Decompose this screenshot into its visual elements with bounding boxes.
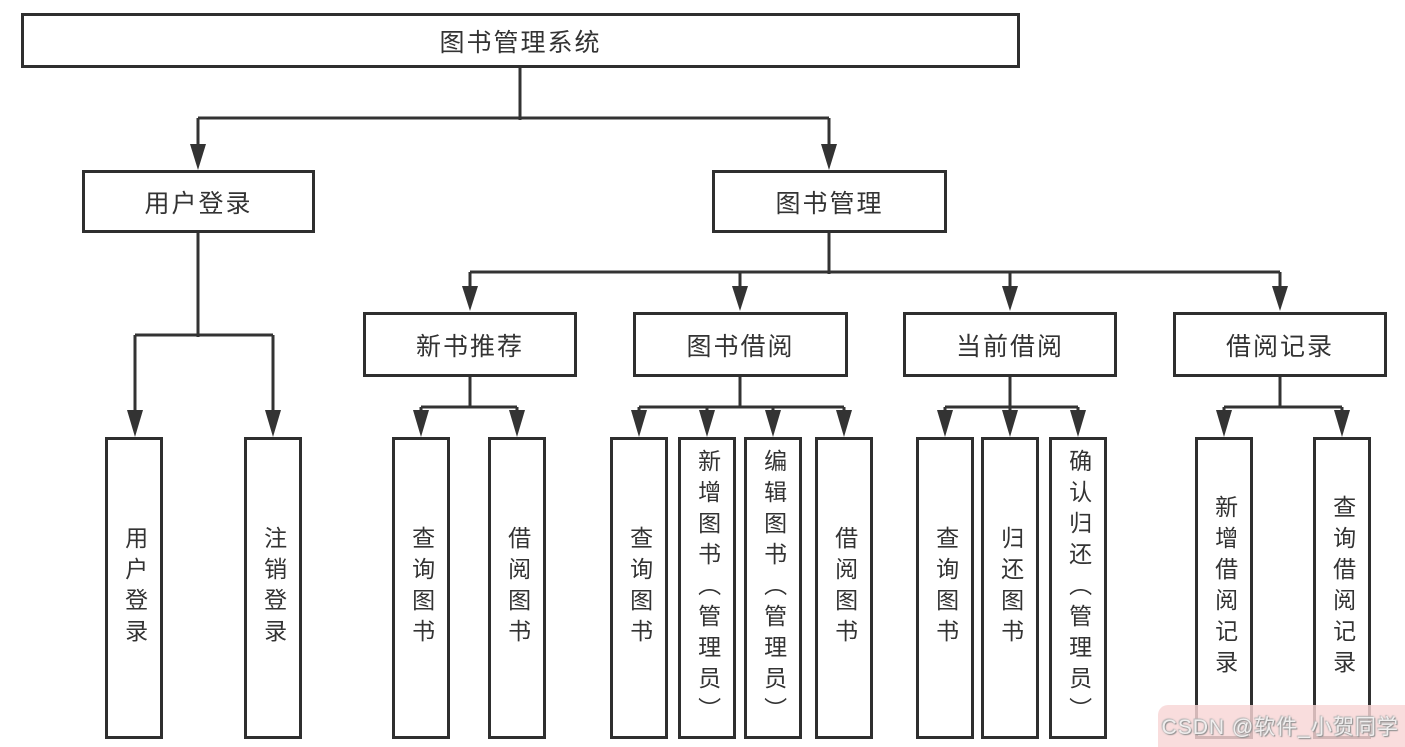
node-new-book-recommend-label: 新书推荐 <box>415 332 524 361</box>
node-book-management-label: 图书管理 <box>775 189 884 218</box>
leaf-borrowing-borrow-books-label: 借阅图书 <box>831 526 858 650</box>
node-borrowing-records-label: 借阅记录 <box>1225 332 1334 361</box>
node-user-login: 用户登录 <box>82 170 315 233</box>
leaf-query-borrow-record: 查询借阅记录 <box>1313 437 1371 739</box>
leaf-recommend-borrow-books: 借阅图书 <box>488 437 546 739</box>
leaf-current-query-books-label: 查询图书 <box>932 526 959 650</box>
leaf-add-borrow-record-label: 新增借阅记录 <box>1211 495 1238 681</box>
csdn-watermark-text: CSDN @软件_小贺同学 <box>1161 716 1399 739</box>
node-current-borrowing: 当前借阅 <box>903 312 1117 377</box>
leaf-user-login-label: 用户登录 <box>121 526 148 650</box>
node-current-borrowing-label: 当前借阅 <box>955 332 1064 361</box>
leaf-borrowing-query-books-label: 查询图书 <box>626 526 653 650</box>
csdn-watermark: CSDN @软件_小贺同学 <box>1158 705 1405 747</box>
node-book-borrowing: 图书借阅 <box>633 312 848 377</box>
leaf-return-books-label: 归还图书 <box>997 526 1024 650</box>
node-book-borrowing-label: 图书借阅 <box>686 332 795 361</box>
leaf-add-borrow-record: 新增借阅记录 <box>1195 437 1253 739</box>
leaf-user-login: 用户登录 <box>105 437 163 739</box>
leaf-recommend-query-books-label: 查询图书 <box>408 526 435 650</box>
leaf-borrowing-query-books: 查询图书 <box>610 437 668 739</box>
leaf-confirm-return-admin: 确认归还（管理员） <box>1049 437 1107 739</box>
leaf-edit-books-admin: 编辑图书（管理员） <box>744 437 802 739</box>
node-borrowing-records: 借阅记录 <box>1173 312 1387 377</box>
leaf-logout-label: 注销登录 <box>260 526 287 650</box>
leaf-logout: 注销登录 <box>244 437 302 739</box>
leaf-confirm-return-admin-label: 确认归还（管理员） <box>1065 448 1092 728</box>
node-new-book-recommend: 新书推荐 <box>363 312 577 377</box>
leaf-recommend-borrow-books-label: 借阅图书 <box>504 526 531 650</box>
leaf-query-borrow-record-label: 查询借阅记录 <box>1329 495 1356 681</box>
node-root: 图书管理系统 <box>21 13 1020 68</box>
leaf-return-books: 归还图书 <box>981 437 1039 739</box>
leaf-add-books-admin-label: 新增图书（管理员） <box>694 448 721 728</box>
leaf-recommend-query-books: 查询图书 <box>392 437 450 739</box>
leaf-borrowing-borrow-books: 借阅图书 <box>815 437 873 739</box>
node-book-management: 图书管理 <box>712 170 947 233</box>
leaf-current-query-books: 查询图书 <box>916 437 974 739</box>
leaf-add-books-admin: 新增图书（管理员） <box>678 437 736 739</box>
leaf-edit-books-admin-label: 编辑图书（管理员） <box>760 448 787 728</box>
node-root-label: 图书管理系统 <box>439 28 602 57</box>
node-user-login-label: 用户登录 <box>144 189 253 218</box>
